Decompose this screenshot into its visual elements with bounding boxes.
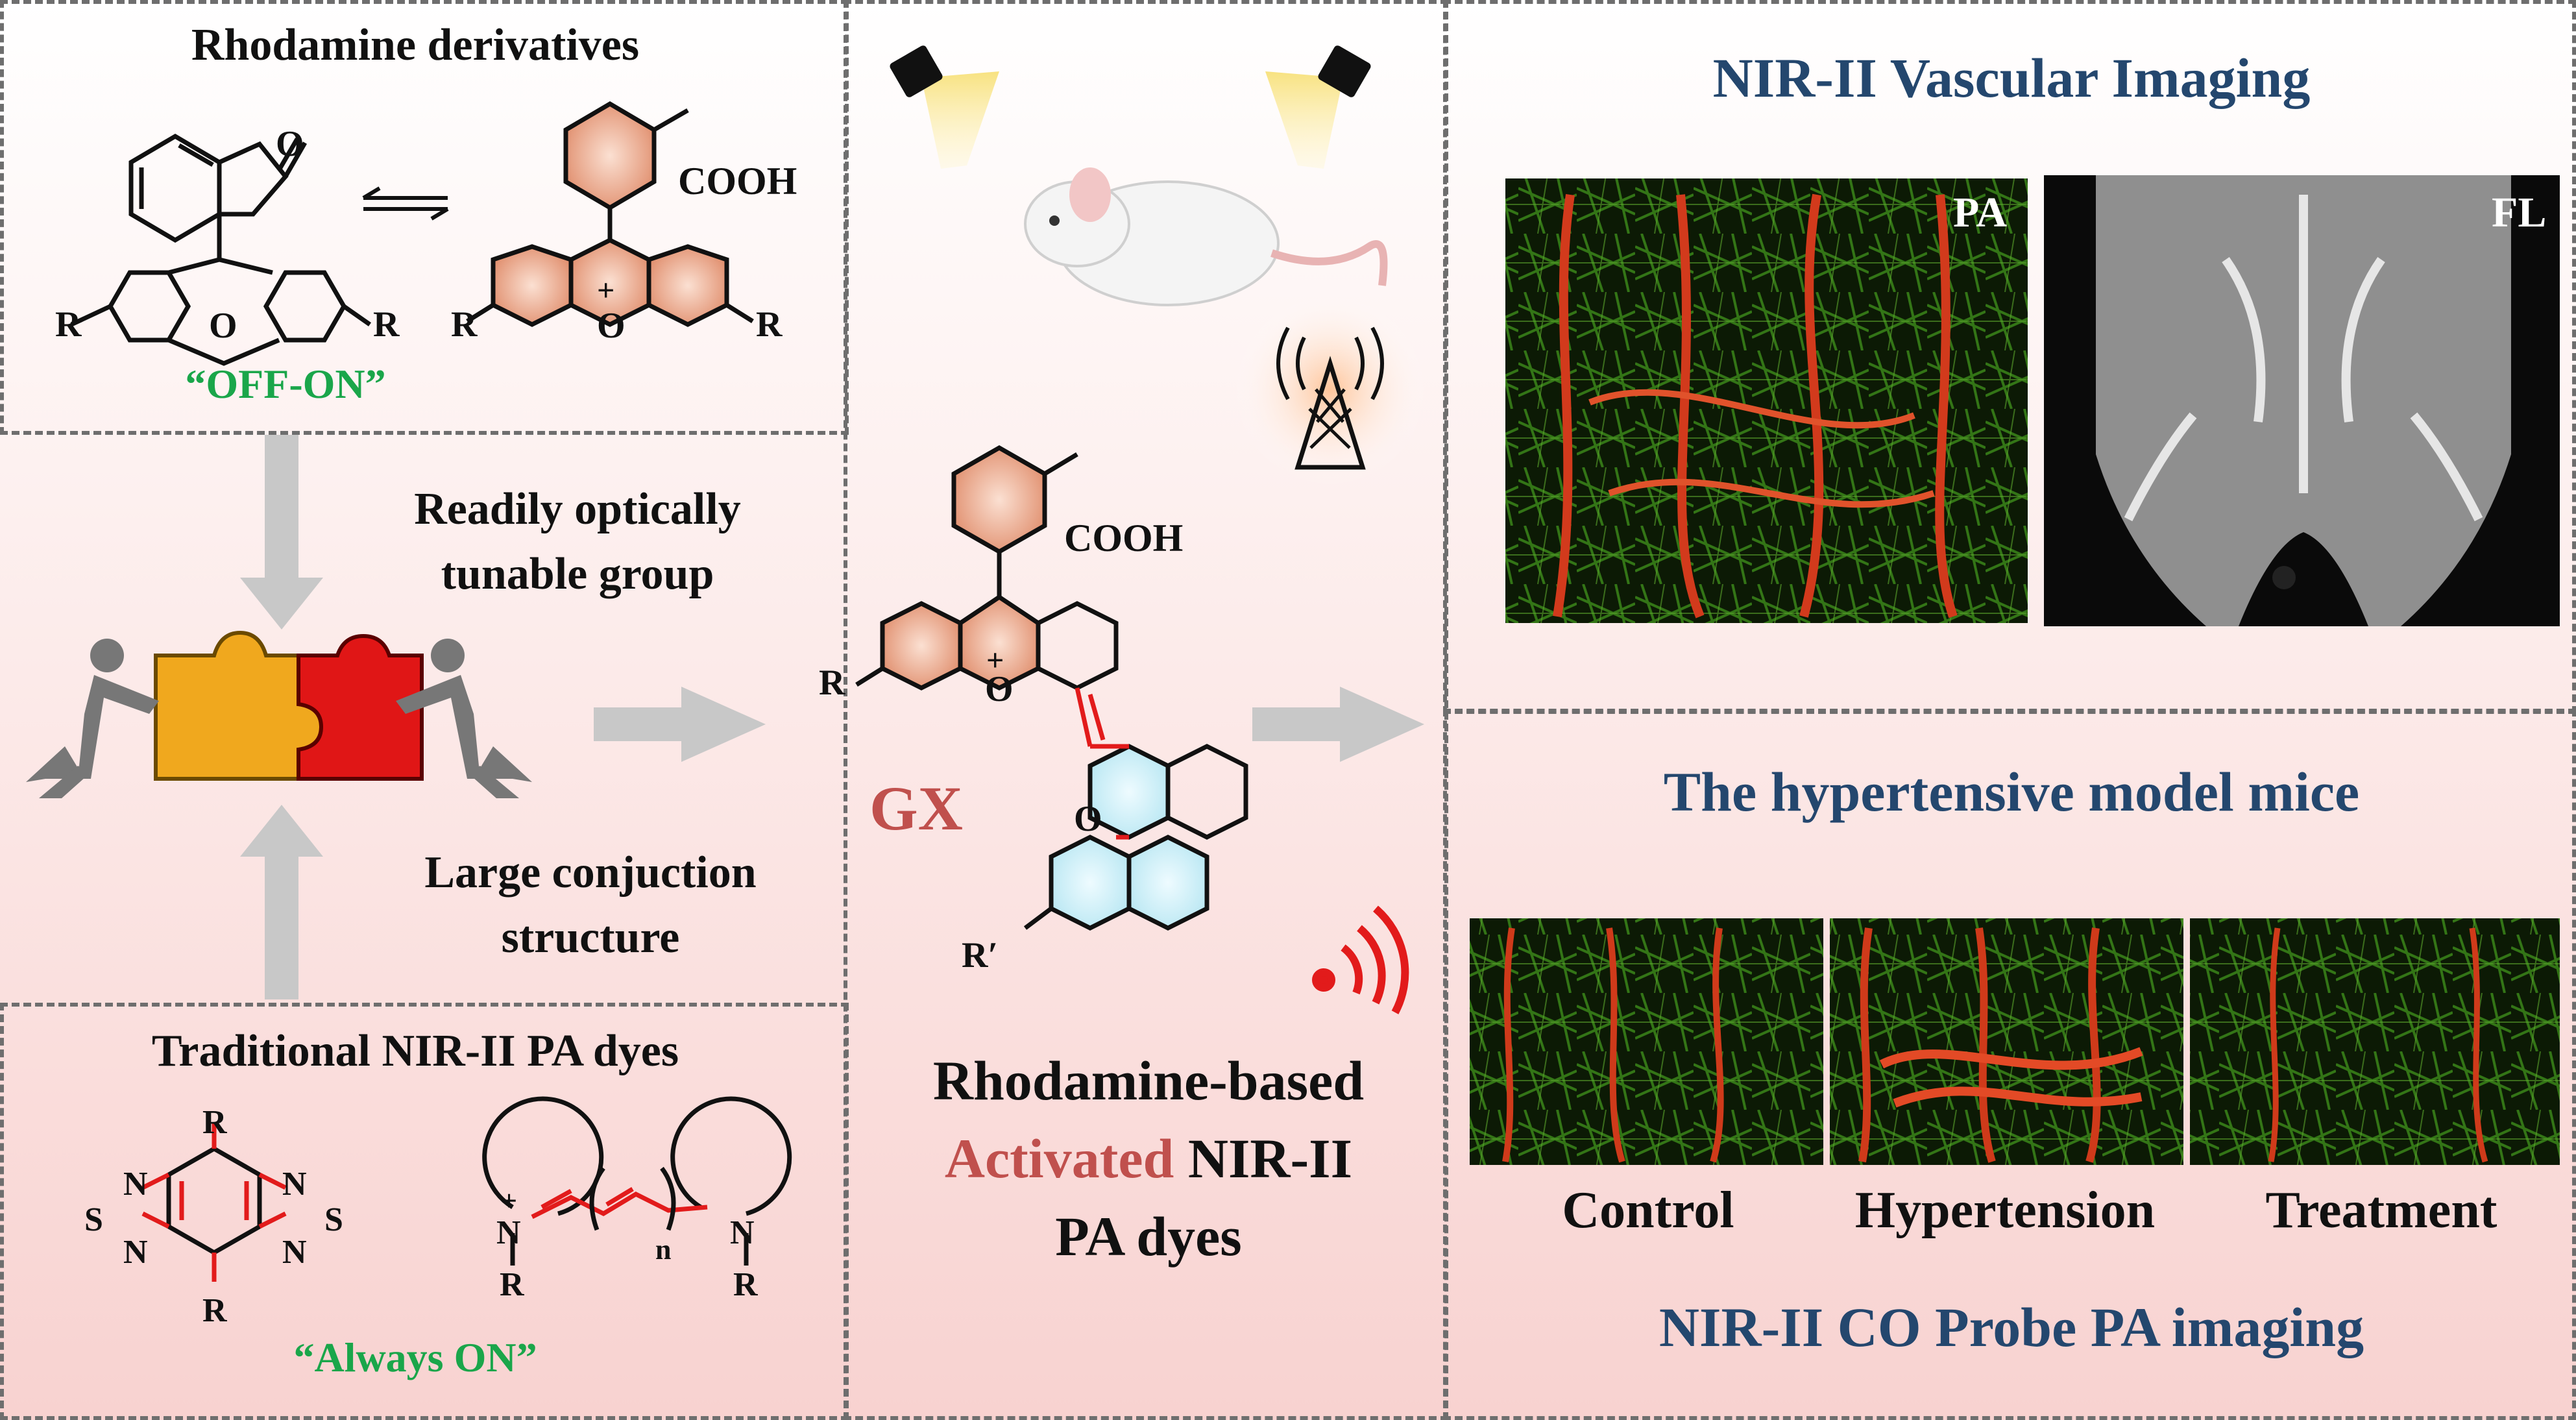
- center-caption-line2: Activated NIR-II: [863, 1126, 1434, 1191]
- fl-image-label: FL: [2492, 189, 2547, 236]
- treatment-image: [2190, 918, 2560, 1165]
- plus-label-1: +: [597, 273, 615, 308]
- fl-image: [2044, 175, 2560, 626]
- hypertension-image: [1830, 918, 2183, 1165]
- r-label-1: R: [55, 304, 82, 345]
- off-on-label: “OFF-ON”: [185, 361, 386, 407]
- carbonyl-o-label: O: [276, 124, 304, 164]
- hypertension-label: Hypertension: [1854, 1182, 2156, 1239]
- rhodamine-open-structure: [466, 101, 754, 327]
- gx-r-prime-label: R′: [962, 935, 999, 975]
- rhodamine-closed-structure: [70, 133, 372, 366]
- flow-arrows: [240, 435, 1424, 999]
- always-on-label: “Always ON”: [293, 1334, 537, 1380]
- ring-o-label: O: [209, 306, 237, 346]
- co-probe-footer: NIR-II CO Probe PA imaging: [1659, 1296, 2364, 1358]
- activated-word: Activated: [944, 1127, 1174, 1190]
- r-label-3: R: [451, 304, 478, 345]
- rhodamine-title: Rhodamine derivatives: [191, 20, 640, 70]
- pa-image: [1505, 178, 2028, 623]
- cooh-label-1: COOH: [678, 160, 797, 202]
- gx-label: GX: [869, 774, 963, 843]
- conj-line2: structure: [501, 912, 680, 962]
- btbt-s-2: S: [324, 1201, 343, 1238]
- lamp-left: [890, 45, 999, 169]
- pushing-figures: [26, 639, 532, 798]
- o-plus-label-1: O: [597, 306, 626, 346]
- btbt-n-4: N: [282, 1234, 307, 1271]
- gx-dye-structure: [855, 445, 1248, 931]
- gx-cooh-label: COOH: [1064, 517, 1184, 559]
- traditional-title: Traditional NIR-II PA dyes: [151, 1026, 679, 1076]
- center-caption-line1: Rhodamine-based: [932, 1049, 1365, 1112]
- conj-line1: Large conjuction: [424, 848, 757, 898]
- gx-o-plus-label: O: [985, 669, 1014, 709]
- panel-hypertensive: [1443, 709, 2576, 1420]
- gx-r-label: R: [819, 663, 845, 703]
- antenna-icon: [1233, 292, 1428, 487]
- tunable-line2: tunable group: [441, 549, 714, 599]
- cy-r-1: R: [500, 1266, 524, 1303]
- mouse-illustration: [1024, 167, 1388, 306]
- cy-r-2: R: [733, 1266, 758, 1303]
- signal-waves-icon: [1312, 905, 1409, 1014]
- vascular-title: NIR-II Vascular Imaging: [1712, 47, 2311, 109]
- btbt-n-1: N: [123, 1166, 148, 1203]
- lamp-right: [1265, 45, 1371, 169]
- gx-o-label: O: [1074, 799, 1102, 839]
- r-label-2: R: [373, 304, 400, 345]
- hypertensive-title: The hypertensive model mice: [1663, 761, 2360, 823]
- btbt-r-bottom: R: [202, 1292, 227, 1329]
- center-caption-line3: PA dyes: [1055, 1205, 1242, 1267]
- concept-divider: [0, 431, 849, 435]
- cy-n-subscript: n: [655, 1234, 672, 1266]
- cy-plus: +: [501, 1185, 518, 1217]
- control-image: [1470, 918, 1823, 1165]
- cy-n-1: N: [496, 1214, 521, 1251]
- equilibrium-arrows: [362, 186, 449, 221]
- cyanine-structure: [482, 1096, 792, 1266]
- nir-word: NIR-II: [1174, 1127, 1353, 1190]
- cy-n-2: N: [730, 1214, 755, 1251]
- pa-image-label: PA: [1953, 189, 2008, 236]
- r-label-4: R: [756, 304, 783, 345]
- btbt-r-top: R: [202, 1104, 227, 1141]
- gx-plus-label: +: [986, 643, 1004, 678]
- btbt-n-3: N: [282, 1166, 307, 1203]
- puzzle-pieces: [154, 630, 424, 781]
- btbt-n-2: N: [123, 1234, 148, 1271]
- treatment-label: Treatment: [2265, 1182, 2497, 1239]
- btbt-s-1: S: [84, 1201, 103, 1238]
- btbt-structure: [141, 1123, 287, 1282]
- tunable-line1: Readily optically: [414, 484, 741, 534]
- control-label: Control: [1562, 1182, 1734, 1239]
